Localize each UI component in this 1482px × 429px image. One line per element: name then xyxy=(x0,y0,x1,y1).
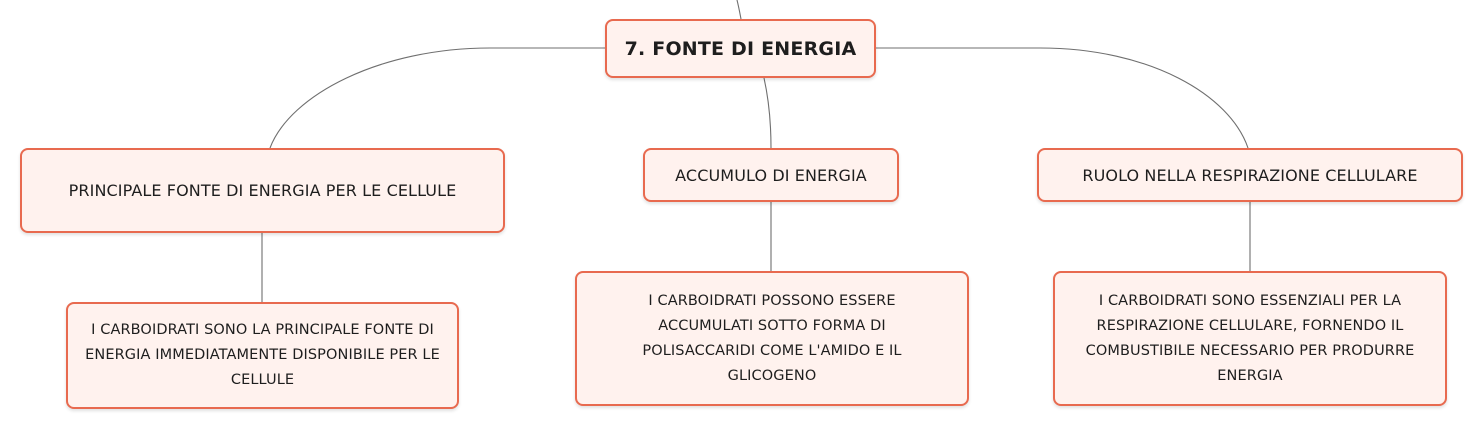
branch-node-principale-fonte[interactable]: PRINCIPALE FONTE DI ENERGIA PER LE CELLU… xyxy=(20,148,505,233)
connector-root-to-branch-1 xyxy=(269,47,605,149)
connector-parent-to-root xyxy=(736,0,742,20)
connector-root-to-branch-3 xyxy=(876,47,1249,149)
detail-text: I CARBOIDRATI SONO LA PRINCIPALE FONTE D… xyxy=(85,322,440,388)
branch-label: ACCUMULO DI ENERGIA xyxy=(675,165,867,185)
branch-node-respirazione[interactable]: RUOLO NELLA RESPIRAZIONE CELLULARE xyxy=(1037,148,1463,202)
root-topic-label: 7. FONTE DI ENERGIA xyxy=(624,37,857,60)
detail-node-respirazione[interactable]: I CARBOIDRATI SONO ESSENZIALI PER LA RES… xyxy=(1053,271,1447,406)
branch-label: RUOLO NELLA RESPIRAZIONE CELLULARE xyxy=(1082,165,1418,185)
root-topic-node[interactable]: 7. FONTE DI ENERGIA xyxy=(605,19,876,78)
branch-label: PRINCIPALE FONTE DI ENERGIA PER LE CELLU… xyxy=(68,181,457,200)
detail-text: I CARBOIDRATI POSSONO ESSERE ACCUMULATI … xyxy=(642,292,902,384)
detail-node-accumulo[interactable]: I CARBOIDRATI POSSONO ESSERE ACCUMULATI … xyxy=(575,271,969,406)
connector-root-to-branch-2 xyxy=(763,77,772,149)
branch-node-accumulo[interactable]: ACCUMULO DI ENERGIA xyxy=(643,148,899,202)
detail-text: I CARBOIDRATI SONO ESSENZIALI PER LA RES… xyxy=(1085,292,1415,384)
detail-node-principale-fonte[interactable]: I CARBOIDRATI SONO LA PRINCIPALE FONTE D… xyxy=(66,302,459,409)
